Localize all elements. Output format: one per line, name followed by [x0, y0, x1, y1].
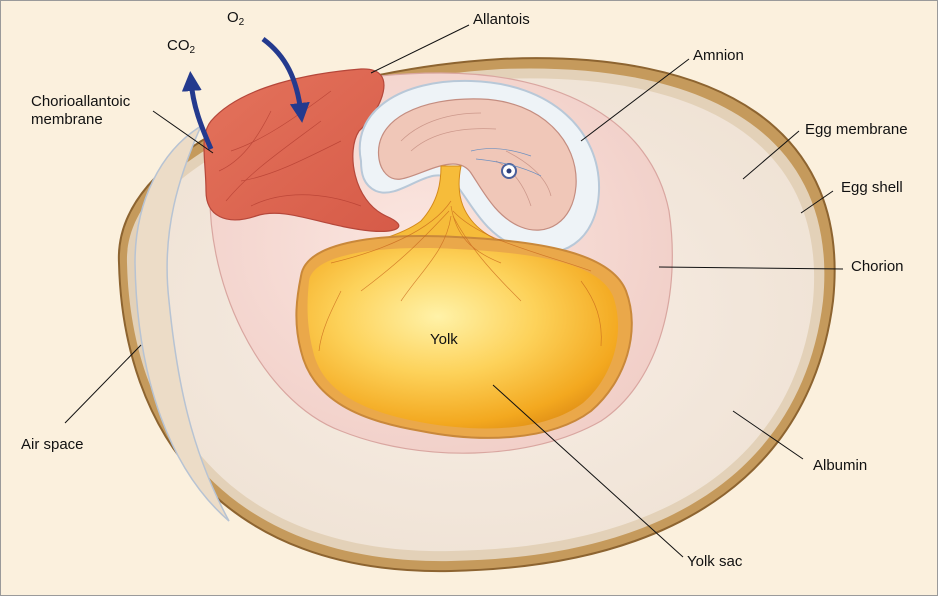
- label-egg-membrane: Egg membrane: [805, 121, 908, 139]
- label-air-space: Air space: [21, 436, 84, 454]
- label-chorioallantoic-membrane: Chorioallantoic membrane: [31, 93, 130, 129]
- label-egg-shell: Egg shell: [841, 179, 903, 197]
- label-albumin: Albumin: [813, 457, 867, 475]
- label-o2: O2: [227, 9, 244, 27]
- label-amnion: Amnion: [693, 47, 744, 65]
- label-co2: CO2: [167, 37, 195, 55]
- label-yolk-sac: Yolk sac: [687, 553, 742, 571]
- leader-air-space: [65, 345, 141, 423]
- label-yolk: Yolk: [430, 331, 458, 349]
- label-chorion: Chorion: [851, 258, 904, 276]
- label-allantois: Allantois: [473, 11, 530, 29]
